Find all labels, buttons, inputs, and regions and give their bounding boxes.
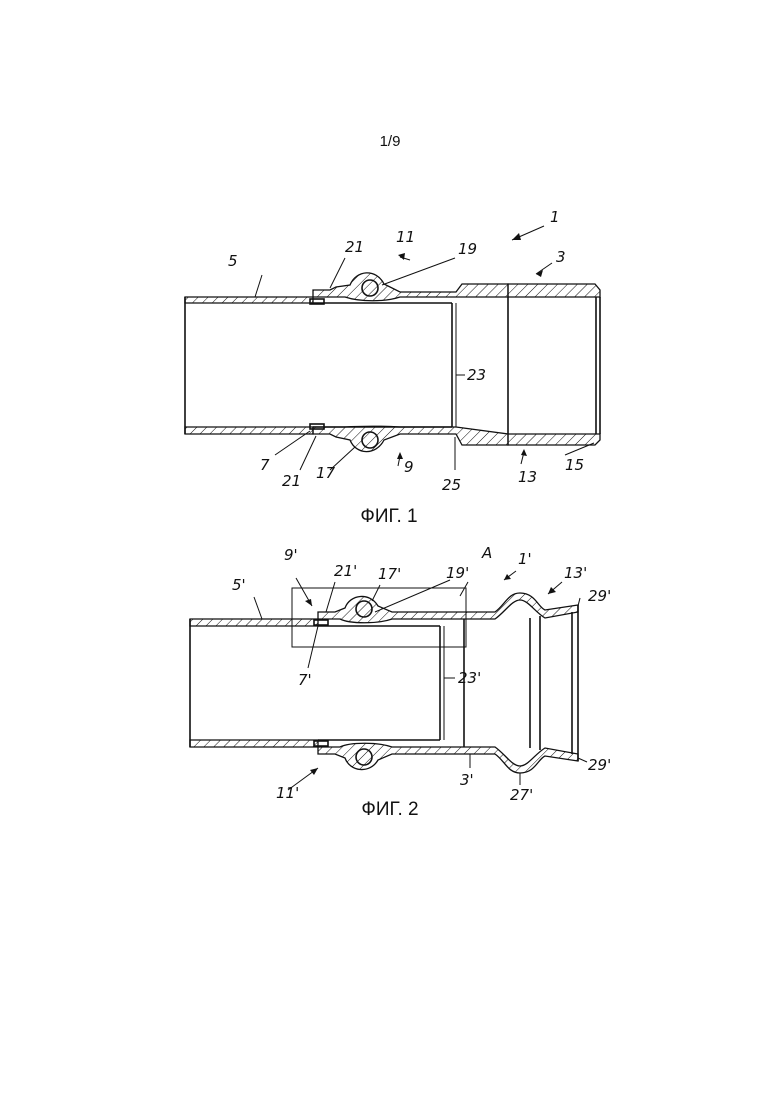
fig1-pipe-upper-wall <box>185 297 313 303</box>
fig1-label-17: 17 <box>316 464 336 482</box>
fig1-label-1: 1 <box>550 208 560 226</box>
fig2-label-19p: 19' <box>446 564 469 582</box>
fig1-label-13: 13 <box>518 468 537 486</box>
fig1-sleeve-upper <box>313 273 508 301</box>
fig1-threaded-end-lower <box>508 434 600 445</box>
fig1-label-3: 3 <box>556 248 566 266</box>
fig2-label-17p: 17' <box>378 565 401 583</box>
fig1-label-21-top: 21 <box>345 238 364 256</box>
fig2-label-27p: 27' <box>510 786 533 804</box>
figure-1-drawing: 1 3 5 7 9 11 13 15 17 19 21 21 23 25 <box>185 208 600 494</box>
fig1-label-23: 23 <box>467 366 486 384</box>
fig2-label-1p: 1' <box>518 550 532 568</box>
fig1-label-9: 9 <box>404 458 414 476</box>
fig2-label-13p: 13' <box>564 564 587 582</box>
figure-2-caption: ФИГ. 2 <box>361 799 418 820</box>
fig2-fitting-upper <box>318 593 578 623</box>
fig2-pipe-upper-wall <box>190 619 318 626</box>
fig2-label-7p: 7' <box>298 671 312 689</box>
fig2-label-a: A <box>481 544 492 562</box>
fig2-fitting-lower <box>318 743 578 773</box>
figure-1-caption: ФИГ. 1 <box>360 506 417 527</box>
fig2-label-21p: 21' <box>334 562 357 580</box>
fig2-label-29p-bottom: 29' <box>588 756 611 774</box>
fig1-label-5: 5 <box>228 252 238 270</box>
fig1-label-25: 25 <box>442 476 461 494</box>
fig2-label-9p: 9' <box>284 546 298 564</box>
fig2-label-23p: 23' <box>458 669 481 687</box>
fig1-sleeve-lower <box>313 426 508 451</box>
fig2-label-11p: 11' <box>276 784 299 802</box>
fig2-pipe-lower-wall <box>190 740 318 747</box>
fig2-label-29p-top: 29' <box>588 587 611 605</box>
fig1-label-19: 19 <box>458 240 477 258</box>
page-number: 1/9 <box>380 133 401 150</box>
fig1-label-7: 7 <box>260 456 270 474</box>
fig1-label-11: 11 <box>396 228 415 246</box>
fig2-label-3p: 3' <box>460 771 474 789</box>
fig1-pipe-lower-wall <box>185 427 313 434</box>
figure-2-drawing: 1' 3' 5' 7' 9' 11' 13' 17' 19' 21' 23' 2… <box>190 544 611 804</box>
fig1-threaded-end-upper <box>508 284 600 297</box>
fig1-label-21-bottom: 21 <box>282 472 301 490</box>
fig2-label-5p: 5' <box>232 576 246 594</box>
fig1-label-15: 15 <box>565 456 584 474</box>
